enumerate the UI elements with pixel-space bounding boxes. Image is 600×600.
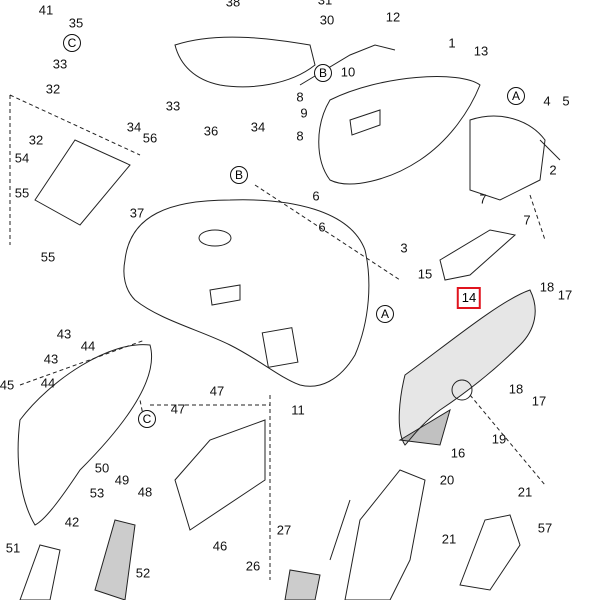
callout-53: 53 <box>89 485 105 501</box>
callout-9: 9 <box>300 105 308 121</box>
callout-7: 7 <box>523 212 531 228</box>
panel-54 <box>34 139 131 226</box>
ref-mark-c: C <box>63 34 81 52</box>
callout-37: 37 <box>129 205 145 221</box>
callout-55: 55 <box>40 249 56 265</box>
callout-26: 26 <box>245 558 261 574</box>
callout-47: 47 <box>170 401 186 417</box>
callout-5: 5 <box>562 93 570 109</box>
callout-11: 11 <box>291 402 305 418</box>
ref-mark-b: B <box>314 64 332 82</box>
callout-47: 47 <box>209 383 225 399</box>
callout-19: 19 <box>491 431 507 447</box>
callout-50: 50 <box>94 460 110 476</box>
callout-10: 10 <box>340 64 356 80</box>
callout-33: 33 <box>52 56 68 72</box>
callout-34: 34 <box>126 119 142 135</box>
callout-51: 51 <box>5 540 21 556</box>
callout-43: 43 <box>56 326 72 342</box>
callout-55: 55 <box>14 185 30 201</box>
callout-16: 16 <box>450 445 466 461</box>
callout-45: 45 <box>0 377 15 393</box>
callout-4: 4 <box>543 93 551 109</box>
callout-18: 18 <box>508 381 524 397</box>
callout-32: 32 <box>45 81 61 97</box>
tank-cover <box>318 76 481 185</box>
ref-mark-b: B <box>230 166 248 184</box>
callout-18: 18 <box>539 279 555 295</box>
callout-2: 2 <box>549 162 557 178</box>
panel-42 <box>17 344 152 526</box>
callout-36: 36 <box>203 123 219 139</box>
callout-49: 49 <box>114 472 130 488</box>
callout-33: 33 <box>165 98 181 114</box>
callout-27: 27 <box>276 522 292 538</box>
callout-8: 8 <box>296 128 304 144</box>
bracket-20 <box>344 469 426 600</box>
panel-46 <box>174 419 266 531</box>
callout-35: 35 <box>68 15 84 31</box>
mesh-52 <box>94 519 136 600</box>
callout-41: 41 <box>38 2 54 18</box>
callout-6: 6 <box>312 188 320 204</box>
callout-32: 32 <box>28 132 44 148</box>
callout-13: 13 <box>473 43 489 59</box>
ref-mark-a: A <box>376 305 394 323</box>
callout-20: 20 <box>439 472 455 488</box>
callout-57: 57 <box>537 520 553 536</box>
ref-mark-c: C <box>138 410 156 428</box>
callout-3: 3 <box>400 240 408 256</box>
callout-21: 21 <box>517 484 533 500</box>
callout-8: 8 <box>296 89 304 105</box>
fuel-tank <box>123 199 370 387</box>
callout-7: 7 <box>479 191 487 207</box>
callout-17: 17 <box>531 393 547 409</box>
callout-46: 46 <box>212 538 228 554</box>
ref-mark-a: A <box>507 87 525 105</box>
highlighted-part-14[interactable]: 14 <box>456 287 482 309</box>
callout-6: 6 <box>318 219 326 235</box>
callout-17: 17 <box>557 287 573 303</box>
callout-1: 1 <box>448 35 456 51</box>
callout-12: 12 <box>385 9 401 25</box>
bracket-57 <box>459 514 521 591</box>
callout-21: 21 <box>441 531 457 547</box>
panel-26 <box>284 569 321 600</box>
callout-43: 43 <box>43 351 59 367</box>
panel-51 <box>19 544 61 600</box>
callout-30: 30 <box>319 12 335 28</box>
callout-44: 44 <box>80 338 96 354</box>
callout-52: 52 <box>135 565 151 581</box>
callout-34: 34 <box>250 119 266 135</box>
callout-44: 44 <box>40 375 56 391</box>
callout-42: 42 <box>64 514 80 530</box>
callout-38: 38 <box>225 0 241 10</box>
callout-56: 56 <box>142 130 158 146</box>
callout-48: 48 <box>137 484 153 500</box>
callout-15: 15 <box>417 266 433 282</box>
callout-31: 31 <box>317 0 333 8</box>
side-cover-14 <box>398 289 536 446</box>
fuel-cap <box>198 229 232 247</box>
callout-54: 54 <box>14 150 30 166</box>
